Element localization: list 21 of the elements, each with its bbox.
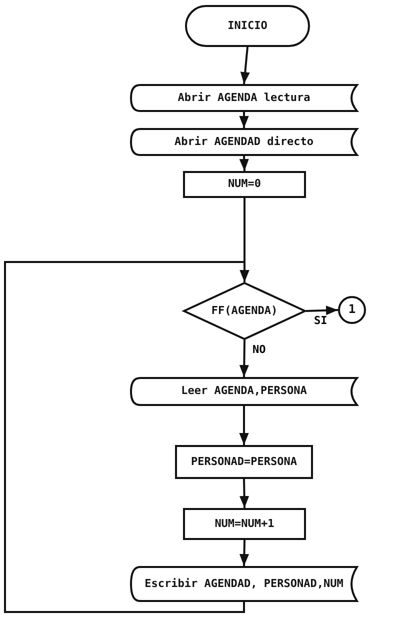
node-text: INICIO <box>226 20 268 32</box>
arrow <box>4 261 250 613</box>
arrow <box>306 306 338 316</box>
node-text: Leer AGENDA,PERSONA <box>180 385 308 398</box>
arrow <box>240 478 250 508</box>
node-text: Abrir AGENDA lectura <box>176 92 312 104</box>
node-text: NUM=NUM+1 <box>214 518 276 530</box>
node-text: PERSONAD=PERSONA <box>190 456 298 468</box>
node-text: NUM=0 <box>226 178 262 191</box>
edge-label: NO <box>252 344 267 356</box>
node-text: 1 <box>348 303 356 317</box>
arrow <box>239 406 249 445</box>
arrow <box>240 46 250 84</box>
edge-label: SI <box>313 315 328 328</box>
arrow <box>239 156 249 172</box>
node-text: FF(AGENDA) <box>210 304 279 318</box>
arrow <box>239 340 249 378</box>
node-text: Escribir AGENDAD, PERSONAD,NUM <box>144 578 344 590</box>
arrow <box>239 540 250 566</box>
arrow <box>239 112 249 128</box>
node-text: Abrir AGENDAD directo <box>173 136 315 148</box>
